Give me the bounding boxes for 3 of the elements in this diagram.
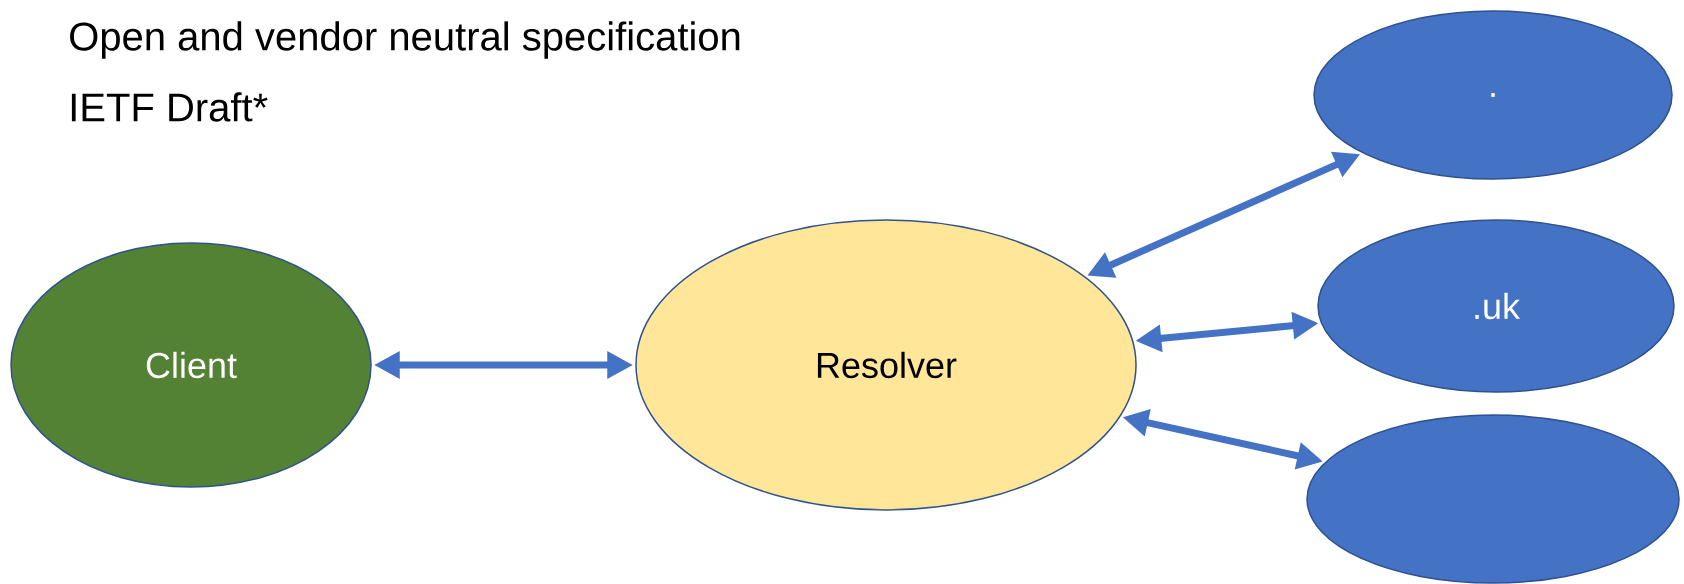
empty-ellipse [1306, 414, 1680, 584]
heading-text: Open and vendor neutral specification [70, 21, 740, 59]
heading-text: IETF Draft* [71, 92, 268, 122]
